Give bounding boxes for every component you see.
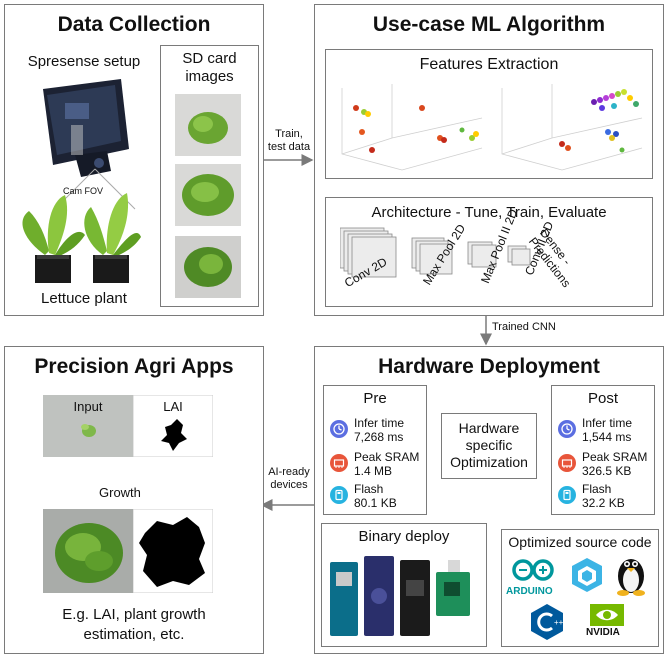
cam-fov-label: Cam FOV bbox=[62, 186, 103, 196]
mcu-boards-image bbox=[330, 556, 470, 636]
grown-plant-image bbox=[43, 509, 133, 593]
linux-penguin-icon bbox=[617, 559, 645, 596]
flash-drive-icon bbox=[330, 486, 348, 504]
data-collection-panel: Data Collection Spresense setup Cam FOV bbox=[4, 4, 264, 316]
train-test-label: Train, test data bbox=[267, 128, 311, 153]
source-code-box: Optimized source code ARDUINO bbox=[501, 529, 659, 647]
clock-icon bbox=[558, 420, 576, 438]
spresense-device-image bbox=[43, 79, 129, 177]
memory-chip-icon bbox=[330, 454, 348, 472]
memory-chip-icon bbox=[558, 454, 576, 472]
binary-deploy-box: Binary deploy bbox=[321, 523, 487, 647]
sd-image-3 bbox=[175, 236, 241, 298]
stm32-cube-icon bbox=[572, 558, 602, 592]
optimization-box: Hardware specific Optimization bbox=[441, 413, 537, 479]
source-code-title: Optimized source code bbox=[508, 534, 652, 550]
cnn-layer-stack bbox=[340, 227, 531, 278]
nvidia-eye-icon bbox=[590, 604, 624, 626]
pre-title: Pre bbox=[363, 390, 387, 407]
trained-cnn-label: Trained CNN bbox=[492, 321, 556, 333]
lai-label: LAI bbox=[163, 399, 183, 414]
spresense-label: Spresense setup bbox=[27, 53, 141, 70]
hardware-title: Hardware Deployment bbox=[378, 355, 600, 378]
flash-drive-icon bbox=[558, 486, 576, 504]
input-label: Input bbox=[73, 399, 103, 414]
arduino-text: ARDUINO bbox=[506, 586, 553, 597]
input-image bbox=[43, 395, 133, 457]
lettuce-plants-image bbox=[22, 193, 141, 283]
precision-caption: E.g. LAI, plant growth estimation, etc. bbox=[62, 606, 206, 643]
nvidia-text: NVIDIA bbox=[586, 627, 620, 638]
features-title: Features Extraction bbox=[419, 56, 559, 73]
precision-agri-panel: Precision Agri Apps Input LAI Growth E.g… bbox=[4, 346, 264, 654]
sd-image-2 bbox=[175, 164, 241, 226]
precision-agri-title: Precision Agri Apps bbox=[34, 355, 234, 378]
features-extraction-box: Features Extraction bbox=[325, 49, 653, 179]
sd-card-images-box: SD card images bbox=[160, 45, 259, 307]
post-title: Post bbox=[587, 390, 618, 407]
growth-label: Growth bbox=[99, 485, 141, 500]
architecture-box: Architecture - Tune, Train, Evaluate Con… bbox=[325, 197, 653, 307]
ml-algorithm-panel: Use-case ML Algorithm Features Extractio… bbox=[314, 4, 664, 316]
ml-algorithm-title: Use-case ML Algorithm bbox=[372, 13, 606, 36]
cpp-logo-icon: ++ bbox=[531, 604, 564, 640]
sd-card-label: SD card images bbox=[182, 50, 237, 85]
sd-image-1 bbox=[175, 94, 241, 156]
ai-ready-label: AI-ready devices bbox=[268, 466, 310, 491]
lettuce-label: Lettuce plant bbox=[41, 290, 127, 307]
grown-lai-image bbox=[133, 509, 213, 593]
svg-text:++: ++ bbox=[554, 618, 564, 627]
binary-title: Binary deploy bbox=[358, 528, 450, 545]
architecture-title: Architecture - Tune, Train, Evaluate bbox=[371, 204, 607, 221]
clock-icon bbox=[330, 420, 348, 438]
data-collection-title: Data Collection bbox=[57, 13, 211, 36]
feature-scatter-plots bbox=[341, 84, 643, 171]
arduino-logo-icon bbox=[512, 559, 554, 581]
lai-image bbox=[133, 395, 213, 457]
